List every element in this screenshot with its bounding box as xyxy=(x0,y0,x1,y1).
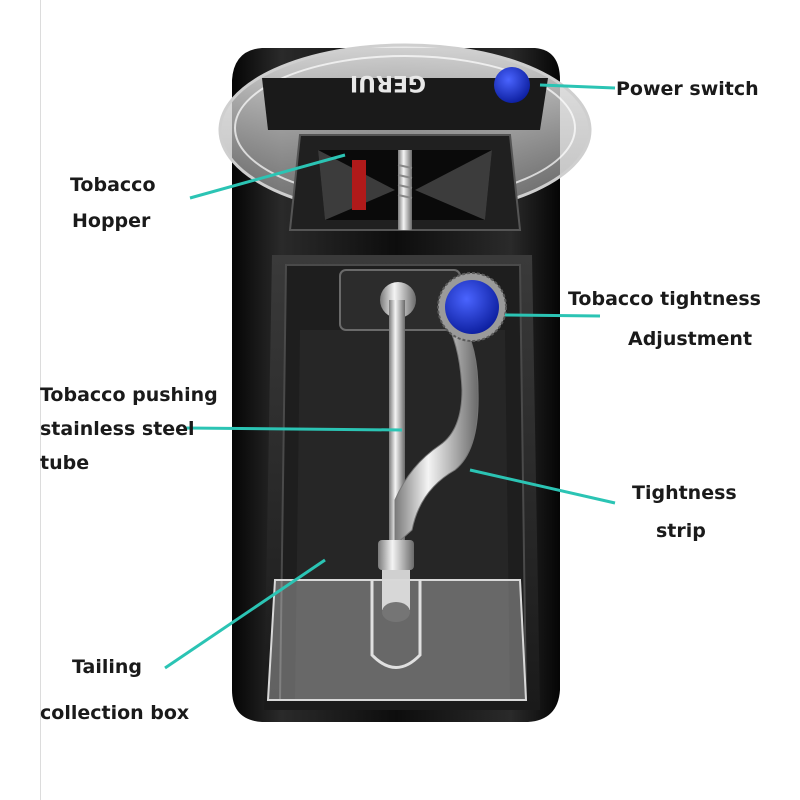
label-hopper-line2: Hopper xyxy=(72,210,151,232)
label-tightness-strip-line2: strip xyxy=(656,520,706,542)
power-switch-knob xyxy=(494,67,530,103)
leader-power-switch xyxy=(539,83,616,90)
label-tightness-strip-line1: Tightness xyxy=(632,482,737,504)
leader-lines xyxy=(164,83,616,670)
tightness-strip xyxy=(394,309,479,547)
left-border-line xyxy=(40,0,41,800)
label-tube-line2: stainless steel xyxy=(40,418,195,440)
label-tube-line3: tube xyxy=(40,452,90,474)
tailing-collection-box xyxy=(266,579,528,701)
label-tightness-adjustment-line2: Adjustment xyxy=(628,328,753,350)
leader-tube xyxy=(184,426,403,432)
label-tightness-adjustment-line1: Tobacco tightness xyxy=(568,288,761,310)
leader-tightness-adjustment xyxy=(504,313,601,318)
label-hopper-line1: Tobacco xyxy=(70,174,156,196)
leader-tailing-box xyxy=(164,558,326,670)
leader-tightness-strip xyxy=(469,468,616,505)
leader-hopper xyxy=(189,153,346,200)
brand-logo: GERUI xyxy=(350,70,426,95)
label-tailing-line1: Tailing xyxy=(72,656,142,678)
label-tailing-line2: collection box xyxy=(40,702,190,724)
label-power-switch: Power switch xyxy=(616,78,759,100)
stainless-steel-tube xyxy=(389,300,405,540)
tightness-adjustment-knob xyxy=(437,272,507,342)
label-tube-line1: Tobacco pushing xyxy=(40,384,218,406)
